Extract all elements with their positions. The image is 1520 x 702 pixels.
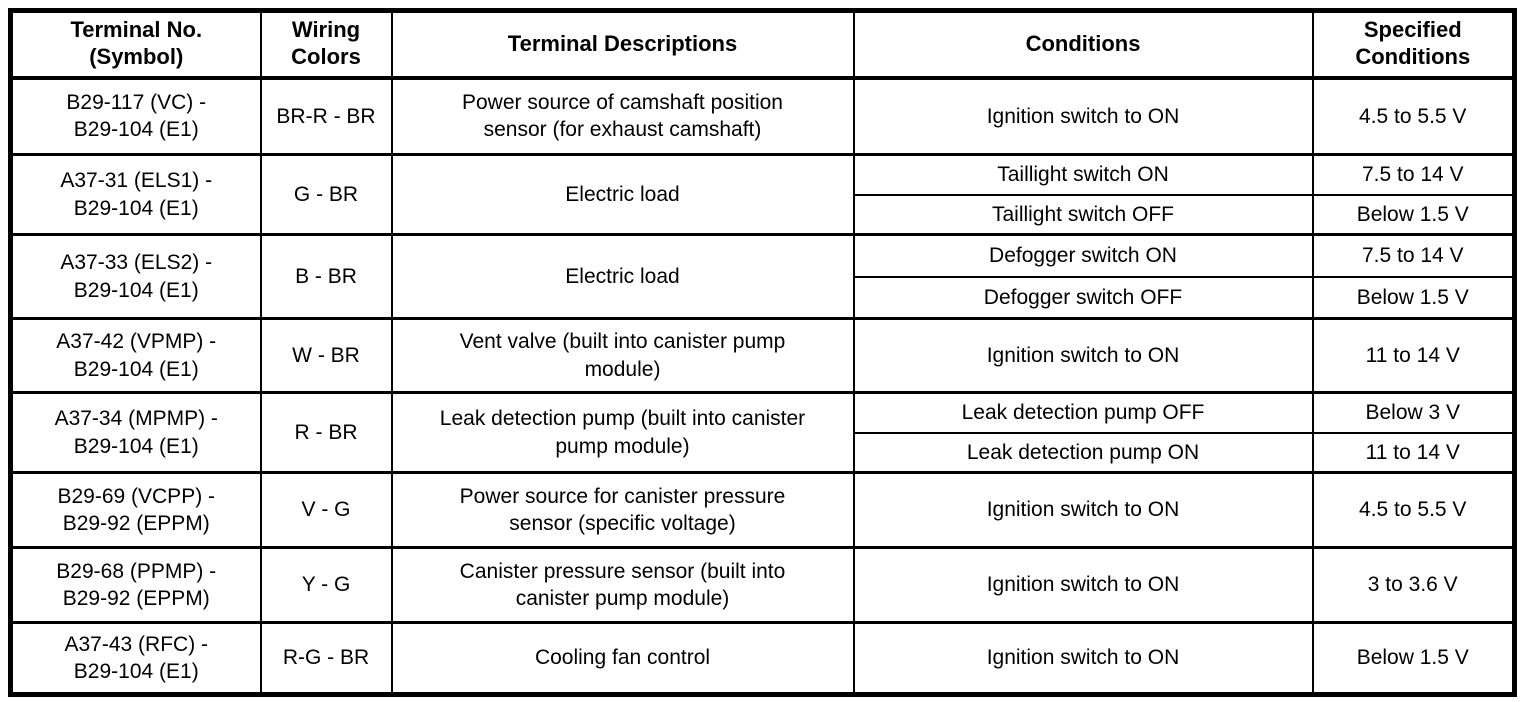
- table-row: B29-68 (PPMP) - B29-92 (EPPM) Y - G Cani…: [9, 546, 1516, 624]
- wiring-cell: BR-R - BR: [259, 76, 393, 156]
- specified-cell: 7.5 to 14 V: [1311, 153, 1516, 196]
- specified-cell: Below 1.5 V: [1311, 275, 1516, 320]
- description-cell: Cooling fan control: [390, 621, 855, 696]
- wiring-cell: R-G - BR: [259, 621, 393, 696]
- header-row: Terminal No. (Symbol) Wiring Colors Term…: [9, 9, 1516, 80]
- table-row: A37-31 (ELS1) - B29-104 (E1) G - BR Elec…: [9, 153, 1516, 236]
- description-cell: Leak detection pump (built into canister…: [390, 391, 855, 474]
- wiring-cell: V - G: [259, 471, 393, 549]
- table-subrow: Taillight switch OFF Below 1.5 V: [11, 193, 1516, 236]
- condition-cell: Taillight switch ON: [852, 153, 1314, 196]
- table-row: A37-33 (ELS2) - B29-104 (E1) B - BR Elec…: [9, 233, 1516, 320]
- terminal-cell: A37-31 (ELS1) - B29-104 (E1): [9, 153, 262, 236]
- table-subrow: Defogger switch OFF Below 1.5 V: [11, 275, 1516, 320]
- wiring-cell: B - BR: [259, 233, 393, 320]
- table-subrow: Leak detection pump ON 11 to 14 V: [11, 431, 1516, 474]
- description-cell: Vent valve (built into canister pump mod…: [390, 317, 855, 394]
- condition-cell: Defogger switch ON: [852, 233, 1314, 278]
- table-row: B29-69 (VCPP) - B29-92 (EPPM) V - G Powe…: [9, 471, 1516, 549]
- header-terminal-no: Terminal No. (Symbol): [9, 9, 262, 80]
- condition-cell: Leak detection pump OFF: [852, 391, 1314, 434]
- specified-cell: 4.5 to 5.5 V: [1311, 76, 1516, 156]
- terminal-cell: A37-34 (MPMP) - B29-104 (E1): [9, 391, 262, 474]
- terminal-cell: B29-69 (VCPP) - B29-92 (EPPM): [9, 471, 262, 549]
- table-row: A37-42 (VPMP) - B29-104 (E1) W - BR Vent…: [9, 317, 1516, 394]
- description-cell: Power source of camshaft position sensor…: [390, 76, 855, 156]
- specified-cell: Below 1.5 V: [1311, 193, 1516, 236]
- specified-cell: 11 to 14 V: [1311, 431, 1516, 474]
- specified-cell: 7.5 to 14 V: [1311, 233, 1516, 278]
- terminal-cell: A37-43 (RFC) - B29-104 (E1): [9, 621, 262, 696]
- condition-cell: Defogger switch OFF: [852, 275, 1314, 320]
- wiring-cell: R - BR: [259, 391, 393, 474]
- table-row: B29-117 (VC) - B29-104 (E1) BR-R - BR Po…: [9, 76, 1516, 156]
- specified-cell: Below 1.5 V: [1311, 621, 1516, 696]
- terminal-spec-table: Terminal No. (Symbol) Wiring Colors Term…: [8, 8, 1517, 697]
- description-cell: Electric load: [390, 233, 855, 320]
- header-specified-conditions: Specified Conditions: [1311, 9, 1516, 80]
- table-row: A37-43 (RFC) - B29-104 (E1) R-G - BR Coo…: [9, 621, 1516, 696]
- wiring-cell: Y - G: [259, 546, 393, 624]
- condition-cell: Taillight switch OFF: [852, 193, 1314, 236]
- header-wiring-colors: Wiring Colors: [259, 9, 393, 80]
- condition-cell: Leak detection pump ON: [852, 431, 1314, 474]
- condition-cell: Ignition switch to ON: [852, 76, 1314, 156]
- wiring-cell: G - BR: [259, 153, 393, 236]
- specified-cell: 4.5 to 5.5 V: [1311, 471, 1516, 549]
- terminal-cell: B29-117 (VC) - B29-104 (E1): [9, 76, 262, 156]
- wiring-cell: W - BR: [259, 317, 393, 394]
- terminal-cell: A37-42 (VPMP) - B29-104 (E1): [9, 317, 262, 394]
- description-cell: Electric load: [390, 153, 855, 236]
- condition-cell: Ignition switch to ON: [852, 621, 1314, 696]
- terminal-cell: B29-68 (PPMP) - B29-92 (EPPM): [9, 546, 262, 624]
- header-terminal-descriptions: Terminal Descriptions: [390, 9, 855, 80]
- description-cell: Canister pressure sensor (built into can…: [390, 546, 855, 624]
- header-conditions: Conditions: [852, 9, 1314, 80]
- specified-cell: 11 to 14 V: [1311, 317, 1516, 394]
- terminal-cell: A37-33 (ELS2) - B29-104 (E1): [9, 233, 262, 320]
- table-row: A37-34 (MPMP) - B29-104 (E1) R - BR Leak…: [9, 391, 1516, 474]
- condition-cell: Ignition switch to ON: [852, 471, 1314, 549]
- specified-cell: Below 3 V: [1311, 391, 1516, 434]
- specified-cell: 3 to 3.6 V: [1311, 546, 1516, 624]
- condition-cell: Ignition switch to ON: [852, 317, 1314, 394]
- condition-cell: Ignition switch to ON: [852, 546, 1314, 624]
- description-cell: Power source for canister pressure senso…: [390, 471, 855, 549]
